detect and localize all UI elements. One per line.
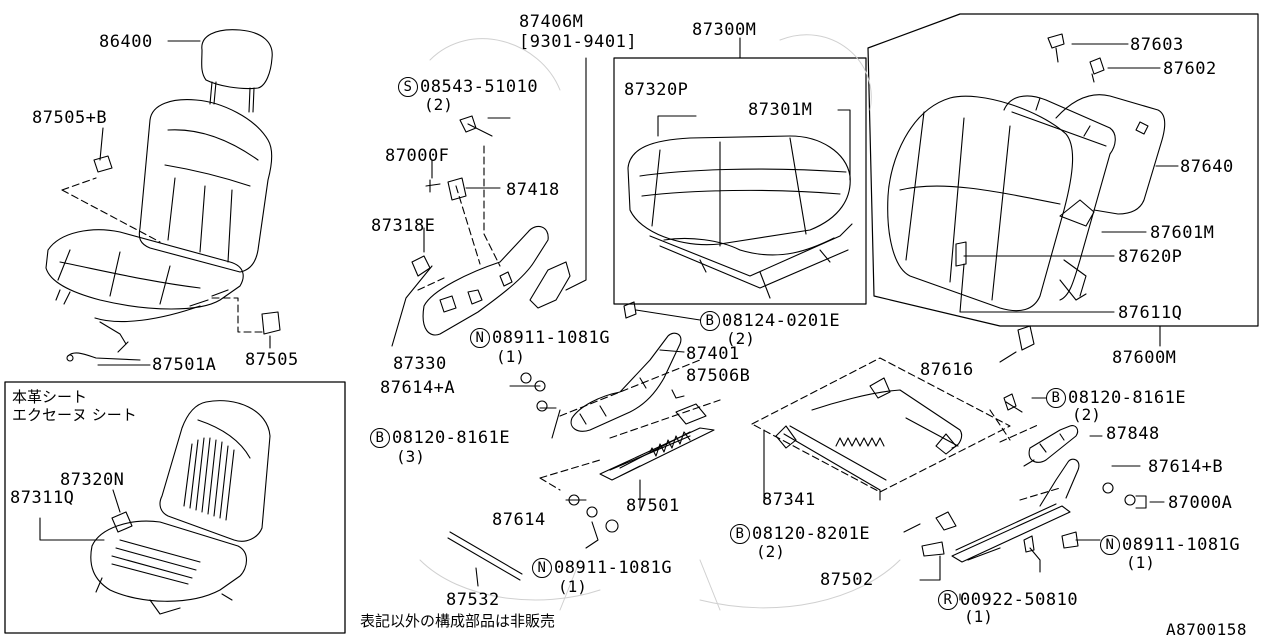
n-symbol: N [470,328,490,348]
n-symbol: N [532,558,552,578]
s-symbol: S [398,77,418,97]
part-label-87603: 87603 [1130,35,1184,55]
part-label-87532: 87532 [446,590,500,610]
part-number: 08120-8161E [392,428,511,448]
part-label-87601m: 87601M [1150,223,1215,243]
b-symbol: B [730,524,750,544]
qty-n08911-b: (1) [558,577,587,596]
part-label-87640: 87640 [1180,157,1234,177]
part-label-87320p: 87320P [624,80,689,100]
qty-s08543: (2) [424,95,453,114]
b-symbol: B [1046,388,1066,408]
part-number: 08911-1081G [554,558,673,578]
inset-seat-illustration [40,401,270,614]
part-label-87616: 87616 [920,360,974,380]
qty-r00922: (1) [964,607,993,626]
part-label-87502: 87502 [820,570,874,590]
backrest-group-frame [868,14,1258,326]
seat-frame-left-illustration [392,58,586,346]
part-label-87501: 87501 [626,496,680,516]
cushion-illustration [628,38,852,298]
inset-frame [5,382,345,633]
part-label-87614b: 87614+B [1148,457,1224,477]
part-label-87614: 87614 [492,510,546,530]
b-symbol: B [370,428,390,448]
part-label-87501a: 87501A [152,355,217,375]
qty-n08911-c: (1) [1126,553,1155,572]
part-label-87602: 87602 [1163,59,1217,79]
part-label-87600m: 87600M [1112,348,1177,368]
complete-seat-illustration [46,30,280,365]
part-label-87848: 87848 [1106,424,1160,444]
part-label-87505: 87505 [245,350,299,370]
part-number: 08120-8201E [752,524,871,544]
qty-n08911-a: (1) [496,347,525,366]
slide-rail-right-illustration [904,394,1164,600]
rear-frame-illustration [752,358,1010,500]
part-label-87300m: 87300M [692,20,757,40]
part-label-87000f: 87000F [385,146,450,166]
part-number: 08911-1081G [492,328,611,348]
qty-b08124: (2) [726,329,755,348]
diagram-id: A8700158 [1166,620,1248,638]
part-number: 08124-0201E [722,311,841,331]
part-label-87311q: 87311Q [10,488,75,508]
part-label-87320n: 87320N [60,470,125,490]
qty-b08120-b: (2) [1072,405,1101,424]
part-label-87506b: 87506B [686,366,751,386]
footer-note: 表記以外の構成部品は非販売 [360,612,556,630]
part-label-87620p: 87620P [1118,247,1183,267]
part-label-87318e: 87318E [371,216,436,236]
inset-title-line1: 本革シート [12,388,88,406]
part-number: 08120-8161E [1068,388,1187,408]
backrest-illustration [888,34,1178,362]
part-label-87406m-range: [9301-9401] [519,32,638,52]
part-label-87418: 87418 [506,180,560,200]
n-symbol: N [1100,535,1120,555]
part-label-87611q: 87611Q [1118,303,1183,323]
b-symbol: B [700,311,720,331]
watermark-emblem [420,35,900,610]
part-label-87000a: 87000A [1168,493,1233,513]
part-label-87401: 87401 [686,344,740,364]
part-label-86400: 86400 [99,32,153,52]
part-label-87406m: 87406M [519,12,584,32]
slide-rail-illustration [448,302,720,586]
part-number: 08911-1081G [1122,535,1241,555]
qty-b08120-a: (3) [396,447,425,466]
part-label-87341: 87341 [762,490,816,510]
r-symbol: R [938,590,958,610]
inset-title-line2: エクセーヌ シート [12,406,137,424]
part-label-87505b: 87505+B [32,108,108,128]
qty-b08120-c: (2) [756,542,785,561]
part-label-87614a: 87614+A [380,378,456,398]
part-label-87301m: 87301M [748,100,813,120]
part-label-87330: 87330 [393,354,447,374]
part-number: 08543-51010 [420,77,539,97]
part-number: 00922-50810 [960,590,1079,610]
